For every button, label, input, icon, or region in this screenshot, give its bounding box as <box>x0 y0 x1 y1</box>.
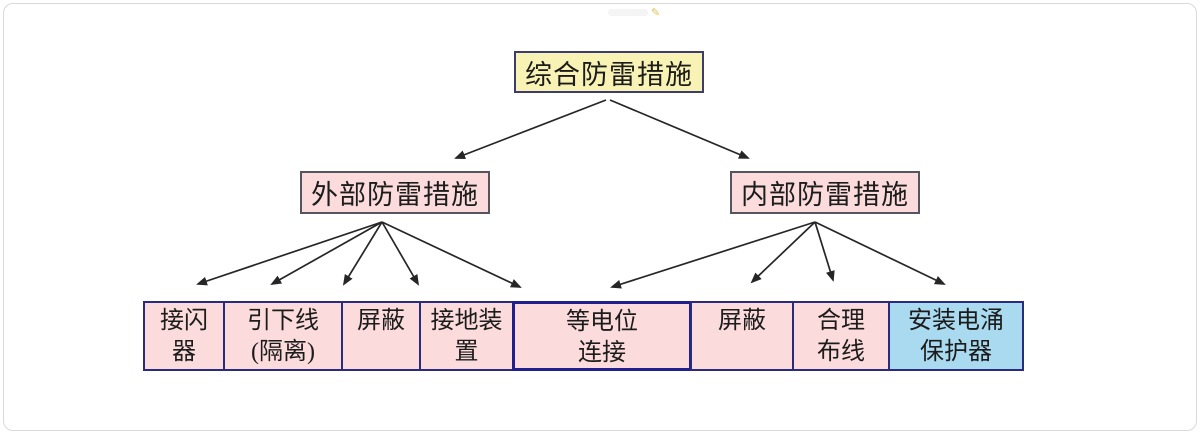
leaf-box-down-conductor: 引下线 (隔离) <box>223 301 343 371</box>
watermark-text-smudge <box>608 8 648 16</box>
leaf-box-reasonable-wiring: 合理 布线 <box>792 301 890 371</box>
branch-box-external-measures: 外部防雷措施 <box>300 171 490 214</box>
watermark: ✎ <box>608 6 660 18</box>
leaf-box-shielding-external: 屏蔽 <box>341 301 421 371</box>
leaf-box-equipotential-bonding: 等电位 连接 <box>512 301 692 371</box>
leaf-box-surge-protector: 安装电涌 保护器 <box>888 301 1024 371</box>
sparkle-icon: ✎ <box>651 5 661 19</box>
root-box-comprehensive-measures: 综合防雷措施 <box>514 51 704 93</box>
leaf-box-shielding-internal: 屏蔽 <box>690 301 794 371</box>
branch-box-internal-measures: 内部防雷措施 <box>730 171 920 214</box>
leaf-box-grounding-device: 接地装 置 <box>419 301 514 371</box>
leaf-box-air-terminal: 接闪 器 <box>143 301 225 371</box>
